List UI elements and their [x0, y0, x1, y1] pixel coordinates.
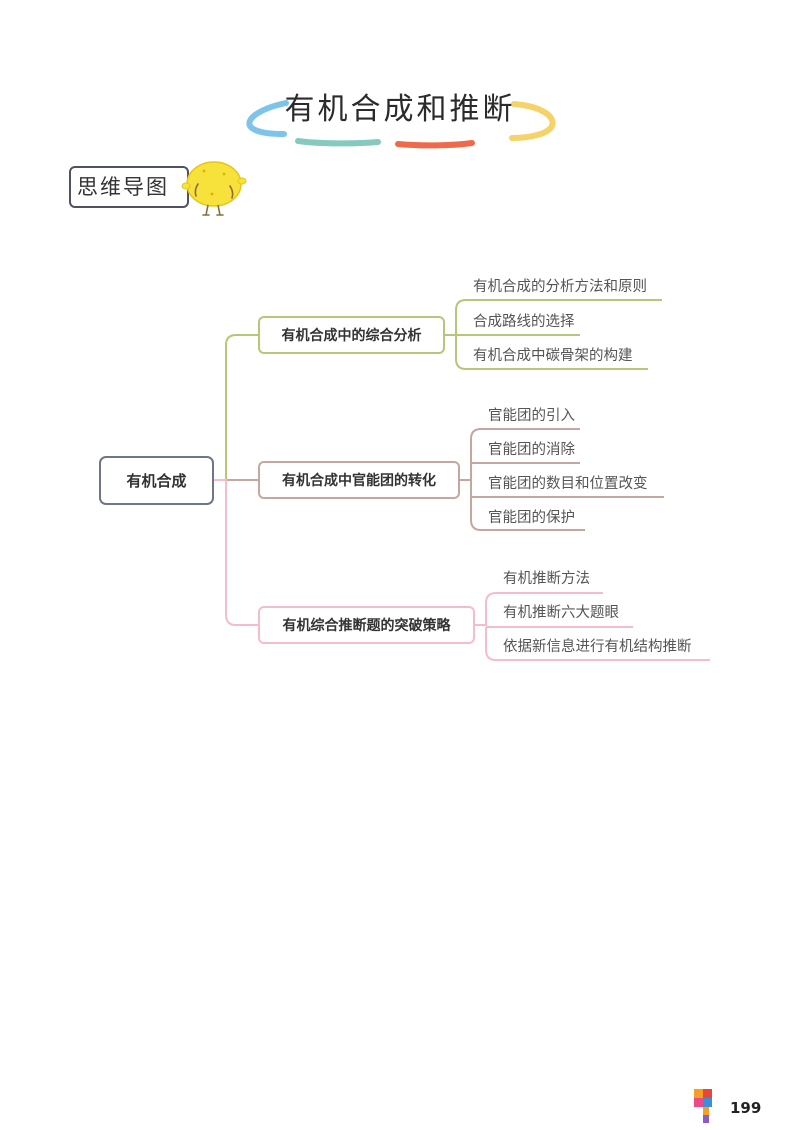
connector-branch-1 [214, 334, 258, 481]
mindmap-leaf: 官能团的消除 [488, 442, 575, 458]
title-arc-yellow [509, 101, 556, 141]
page-title: 有机合成和推断 [284, 92, 516, 127]
mindmap-leaf: 有机合成中碳骨架的构建 [473, 348, 633, 364]
title-underline-teal [295, 138, 381, 147]
mindmap-leaf: 官能团的数目和位置改变 [488, 476, 648, 492]
title-arc-blue [246, 100, 289, 137]
mindmap-branch-node-2: 有机合成中官能团的转化 [258, 461, 460, 499]
mindmap-leaf: 官能团的保护 [488, 510, 575, 526]
mindmap-leaf: 有机推断方法 [503, 571, 590, 587]
mindmap-branch-node-3: 有机综合推断题的突破策略 [258, 606, 475, 644]
connector-branch-3 [214, 479, 258, 626]
page-number: 199 [730, 1099, 762, 1117]
mindmap-leaf: 有机合成的分析方法和原则 [473, 279, 647, 295]
connector-b1-spine [445, 299, 662, 336]
mindmap-branch-node-1: 有机合成中的综合分析 [258, 316, 445, 354]
publisher-logo-icon [694, 1089, 712, 1123]
section-tag-label: 思维导图 [77, 175, 169, 199]
mindmap-leaf: 官能团的引入 [488, 408, 575, 424]
section-tag: 思维导图 [69, 166, 189, 208]
title-underline-red [395, 140, 475, 149]
lemon-mascot-icon [181, 161, 247, 216]
mindmap-leaf: 依据新信息进行有机结构推断 [503, 639, 692, 655]
title-decoration [246, 100, 556, 149]
mindmap-leaf: 合成路线的选择 [473, 314, 575, 330]
mindmap-connectors [214, 299, 710, 661]
mindmap-leaf: 有机推断六大题眼 [503, 605, 619, 621]
mindmap-root-node: 有机合成 [99, 456, 214, 505]
